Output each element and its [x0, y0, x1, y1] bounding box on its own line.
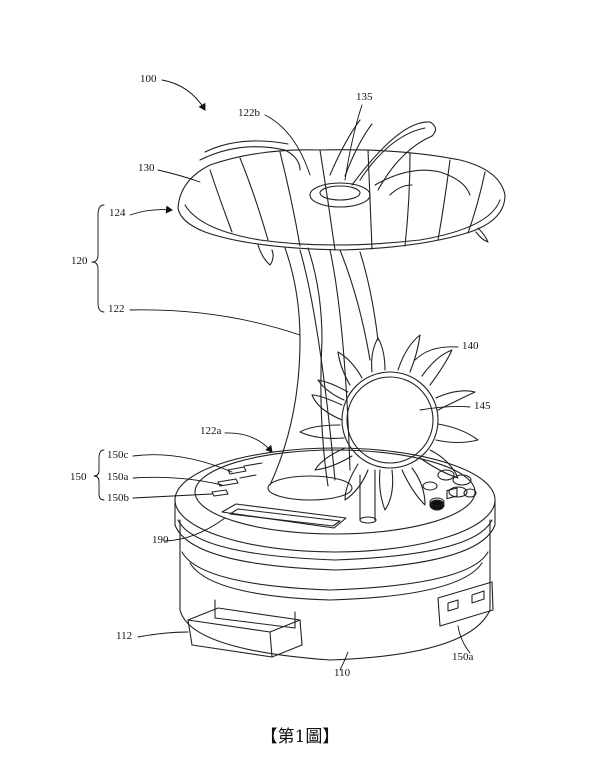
leader-lines: [92, 80, 470, 670]
label-stem-top: 122b: [238, 107, 260, 119]
label-drawer: 112: [116, 630, 133, 642]
figure-caption: 【第1圖】: [260, 727, 340, 747]
label-port-c: 150c: [107, 449, 129, 461]
label-port-b: 150b: [107, 492, 129, 504]
base-unit: [175, 448, 495, 660]
label-base: 110: [334, 667, 351, 679]
label-flower-center: 145: [474, 400, 491, 412]
label-top-part: 135: [356, 91, 373, 103]
label-ports-group: 150: [70, 471, 87, 483]
label-panel: 190: [152, 534, 169, 546]
label-stem-bottom: 122a: [200, 425, 222, 437]
label-petals: 130: [138, 162, 155, 174]
label-device: 100: [140, 73, 157, 85]
label-flower: 140: [462, 340, 479, 352]
label-port-a-side: 150a: [452, 651, 474, 663]
stem: [268, 248, 378, 523]
label-stem-assembly: 120: [71, 255, 88, 267]
label-head: 124: [109, 207, 126, 219]
label-stem: 122: [108, 303, 125, 315]
top-controls: [212, 463, 476, 528]
side-flower: [300, 335, 478, 510]
label-port-a-top: 150a: [107, 471, 129, 483]
flower-head: [178, 120, 505, 265]
